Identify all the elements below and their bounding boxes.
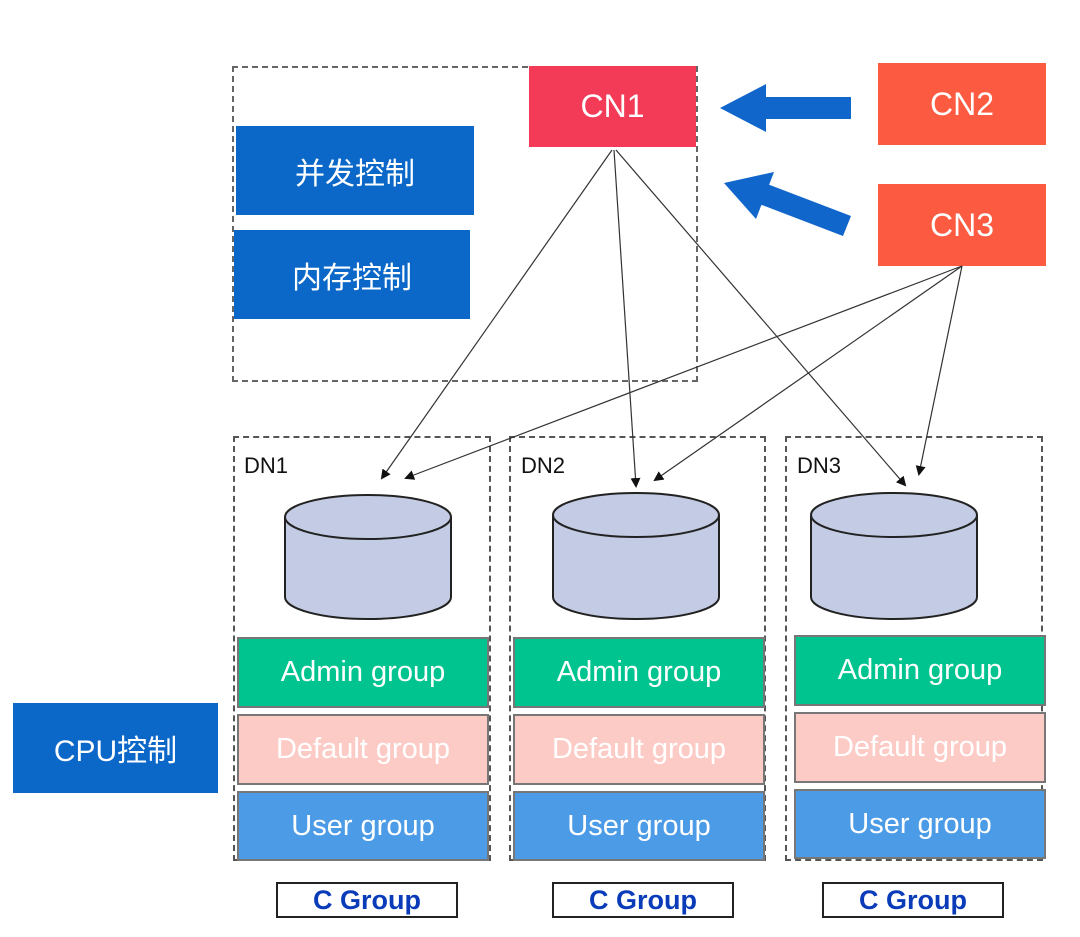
cn3-to-dn3-line (915, 265, 963, 476)
cgroup-text: C Group (313, 884, 421, 915)
cn-control-frame (232, 66, 698, 382)
admin-group-label: Admin group (280, 656, 446, 688)
cn3-label: CN3 (929, 206, 994, 243)
dn3-admin-group: Admin group (794, 635, 1046, 706)
dn3-default-group: Default group (794, 712, 1046, 783)
user-group-label: User group (848, 807, 992, 840)
default-group-label: Default group (551, 733, 727, 765)
dn2-label: DN2 (521, 453, 566, 478)
dn2-admin-group: Admin group (513, 637, 765, 708)
cgroup-text: C Group (859, 884, 967, 915)
cn3-to-cn1-arrow (724, 172, 851, 236)
cn1-label: CN1 (580, 88, 645, 124)
memory-control-box: 内存控制 (234, 230, 470, 319)
default-group-label: Default group (275, 733, 451, 765)
cn3-to-dn1-line (404, 265, 963, 480)
dn2-cgroup-label: C Group (552, 882, 734, 918)
dn3-user-group: User group (794, 789, 1046, 859)
cpu-control-label: CPU控制 (53, 735, 178, 768)
dn2-default-group: Default group (513, 714, 765, 785)
cgroup-text: C Group (589, 884, 697, 915)
cpu-control-box: CPU控制 (13, 703, 218, 793)
default-group-label: Default group (832, 731, 1008, 763)
admin-group-label: Admin group (837, 654, 1003, 686)
dn1-database-icon (284, 494, 452, 620)
cn2-node: CN2 (878, 63, 1046, 145)
user-group-label: User group (291, 809, 435, 842)
dn1-default-group: Default group (237, 714, 489, 785)
dn2-database-icon (552, 492, 720, 620)
cn1-node: CN1 (529, 66, 696, 147)
cn2-to-cn1-arrow (720, 84, 851, 132)
concurrency-control-box: 并发控制 (236, 126, 474, 215)
cn3-to-dn2-line (653, 265, 963, 482)
user-group-label: User group (567, 809, 711, 842)
concurrency-control-label: 并发控制 (295, 157, 415, 191)
cn1-to-dn1-line (380, 149, 613, 480)
dn1-label: DN1 (244, 453, 289, 478)
cn3-connections (404, 265, 963, 482)
cn1-to-dn2-line (613, 149, 641, 488)
dn3-database-icon (810, 492, 978, 620)
dn3-label: DN3 (797, 453, 842, 478)
dn2-user-group: User group (513, 791, 765, 861)
memory-control-label: 内存控制 (292, 261, 412, 295)
dn3-cgroup-label: C Group (822, 882, 1004, 918)
cn3-node: CN3 (878, 184, 1046, 266)
cn1-to-dn3-line (615, 149, 907, 487)
dn1-cgroup-label: C Group (276, 882, 458, 918)
cn1-connections (380, 149, 907, 488)
dn1-admin-group: Admin group (237, 637, 489, 708)
admin-group-label: Admin group (556, 656, 722, 688)
cn2-label: CN2 (929, 85, 994, 122)
dn1-user-group: User group (237, 791, 489, 861)
